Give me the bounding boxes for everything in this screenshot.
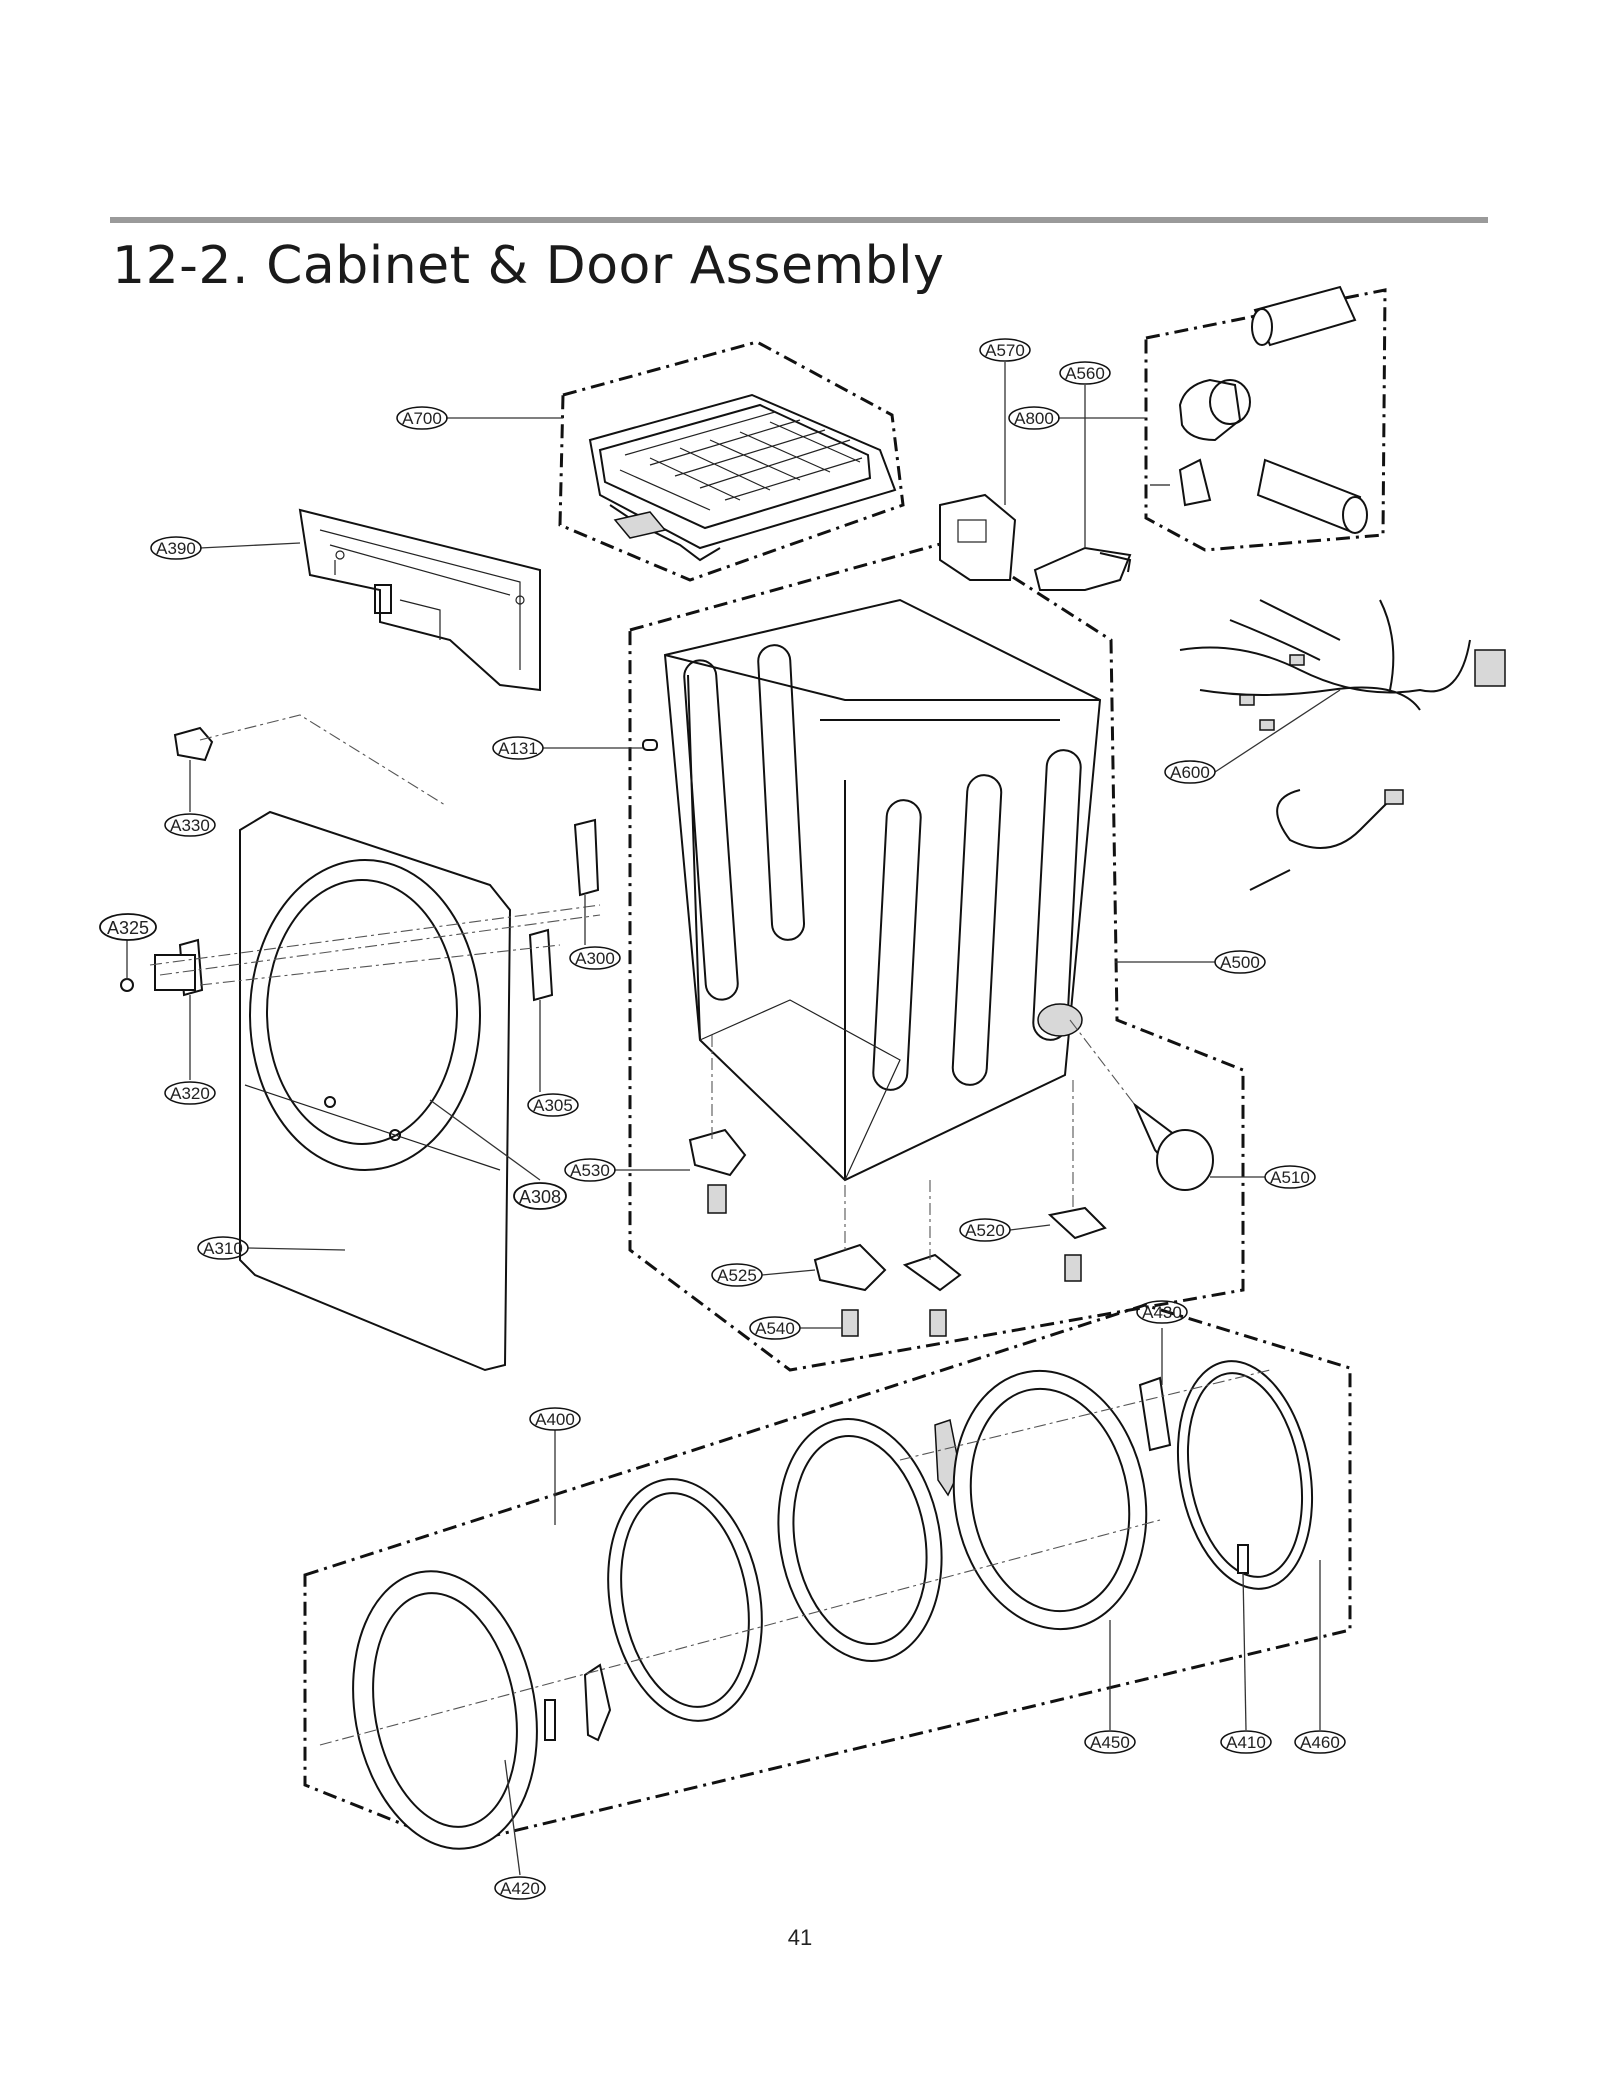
svg-text:A700: A700 <box>402 409 442 428</box>
svg-text:A390: A390 <box>156 539 196 558</box>
svg-text:A400: A400 <box>535 1410 575 1429</box>
svg-text:A420: A420 <box>500 1879 540 1898</box>
cabinet-part <box>663 598 1102 1182</box>
cabinet-foot-parts <box>688 1035 1107 1337</box>
svg-text:A310: A310 <box>203 1239 243 1258</box>
svg-text:A530: A530 <box>570 1161 610 1180</box>
callout-A330: A330 <box>164 813 216 837</box>
callout-A410: A410 <box>1220 1730 1272 1754</box>
section-divider-rule <box>110 217 1488 223</box>
callout-A450: A450 <box>1084 1730 1136 1754</box>
wire-harness-part <box>1179 599 1506 891</box>
rear-bracket-panel-part <box>298 508 541 692</box>
svg-text:A305: A305 <box>533 1096 573 1115</box>
svg-text:A600: A600 <box>1170 763 1210 782</box>
duct-adapter-part <box>1033 546 1132 591</box>
callout-A400: A400 <box>529 1407 581 1431</box>
svg-text:A570: A570 <box>985 341 1025 360</box>
callout-A700: A700 <box>396 406 448 430</box>
group-boundary-dryer-rack <box>558 340 905 582</box>
callout-A300: A300 <box>569 946 621 970</box>
callout-A460: A460 <box>1294 1730 1346 1754</box>
callout-A530: A530 <box>564 1158 616 1182</box>
dryer-rack-part <box>588 393 897 562</box>
svg-text:A450: A450 <box>1090 1733 1130 1752</box>
front-panel-bracket-parts <box>120 714 601 1002</box>
bracket-small-part <box>939 493 1017 581</box>
exhaust-duct-part <box>1069 1019 1214 1191</box>
callout-A570: A570 <box>979 338 1031 362</box>
page-title: 12-2. Cabinet & Door Assembly <box>112 236 945 296</box>
leader-lines <box>126 362 1341 1876</box>
callout-A308: A308 <box>513 1182 567 1210</box>
callout-A320: A320 <box>164 1081 216 1105</box>
callout-A800: A800 <box>1008 406 1060 430</box>
callout-A520: A520 <box>959 1218 1011 1242</box>
pad-small-part <box>642 739 658 751</box>
callout-A560: A560 <box>1059 361 1111 385</box>
svg-text:A510: A510 <box>1270 1168 1310 1187</box>
front-panel-part <box>239 810 512 1372</box>
svg-text:A460: A460 <box>1300 1733 1340 1752</box>
svg-text:A525: A525 <box>717 1266 757 1285</box>
svg-text:A540: A540 <box>755 1319 795 1338</box>
callout-A310: A310 <box>197 1236 249 1260</box>
svg-text:A320: A320 <box>170 1084 210 1103</box>
svg-text:A430: A430 <box>1142 1303 1182 1322</box>
svg-text:A800: A800 <box>1014 409 1054 428</box>
door-assembly-parts <box>319 1360 1314 1850</box>
svg-text:A330: A330 <box>170 816 210 835</box>
svg-text:A410: A410 <box>1226 1733 1266 1752</box>
callout-A510: A510 <box>1264 1165 1316 1189</box>
svg-text:A300: A300 <box>575 949 615 968</box>
svg-text:A500: A500 <box>1220 953 1260 972</box>
callout-A430: A430 <box>1136 1300 1188 1324</box>
callout-A420: A420 <box>494 1876 546 1900</box>
svg-text:A560: A560 <box>1065 364 1105 383</box>
duct-kit-part <box>1150 285 1368 534</box>
callout-A305: A305 <box>527 1093 579 1117</box>
svg-text:A131: A131 <box>498 739 538 758</box>
callout-A540: A540 <box>749 1316 801 1340</box>
callout-A525: A525 <box>711 1263 763 1287</box>
svg-text:A308: A308 <box>519 1187 561 1207</box>
callout-A500: A500 <box>1214 950 1266 974</box>
svg-text:A325: A325 <box>107 918 149 938</box>
svg-text:A520: A520 <box>965 1221 1005 1240</box>
callout-A131: A131 <box>492 736 544 760</box>
group-boundary-door <box>303 1303 1352 1847</box>
callout-A390: A390 <box>150 536 202 560</box>
page-number: 41 <box>787 1925 813 1950</box>
callout-A325: A325 <box>99 913 157 941</box>
callout-A600: A600 <box>1164 760 1216 784</box>
